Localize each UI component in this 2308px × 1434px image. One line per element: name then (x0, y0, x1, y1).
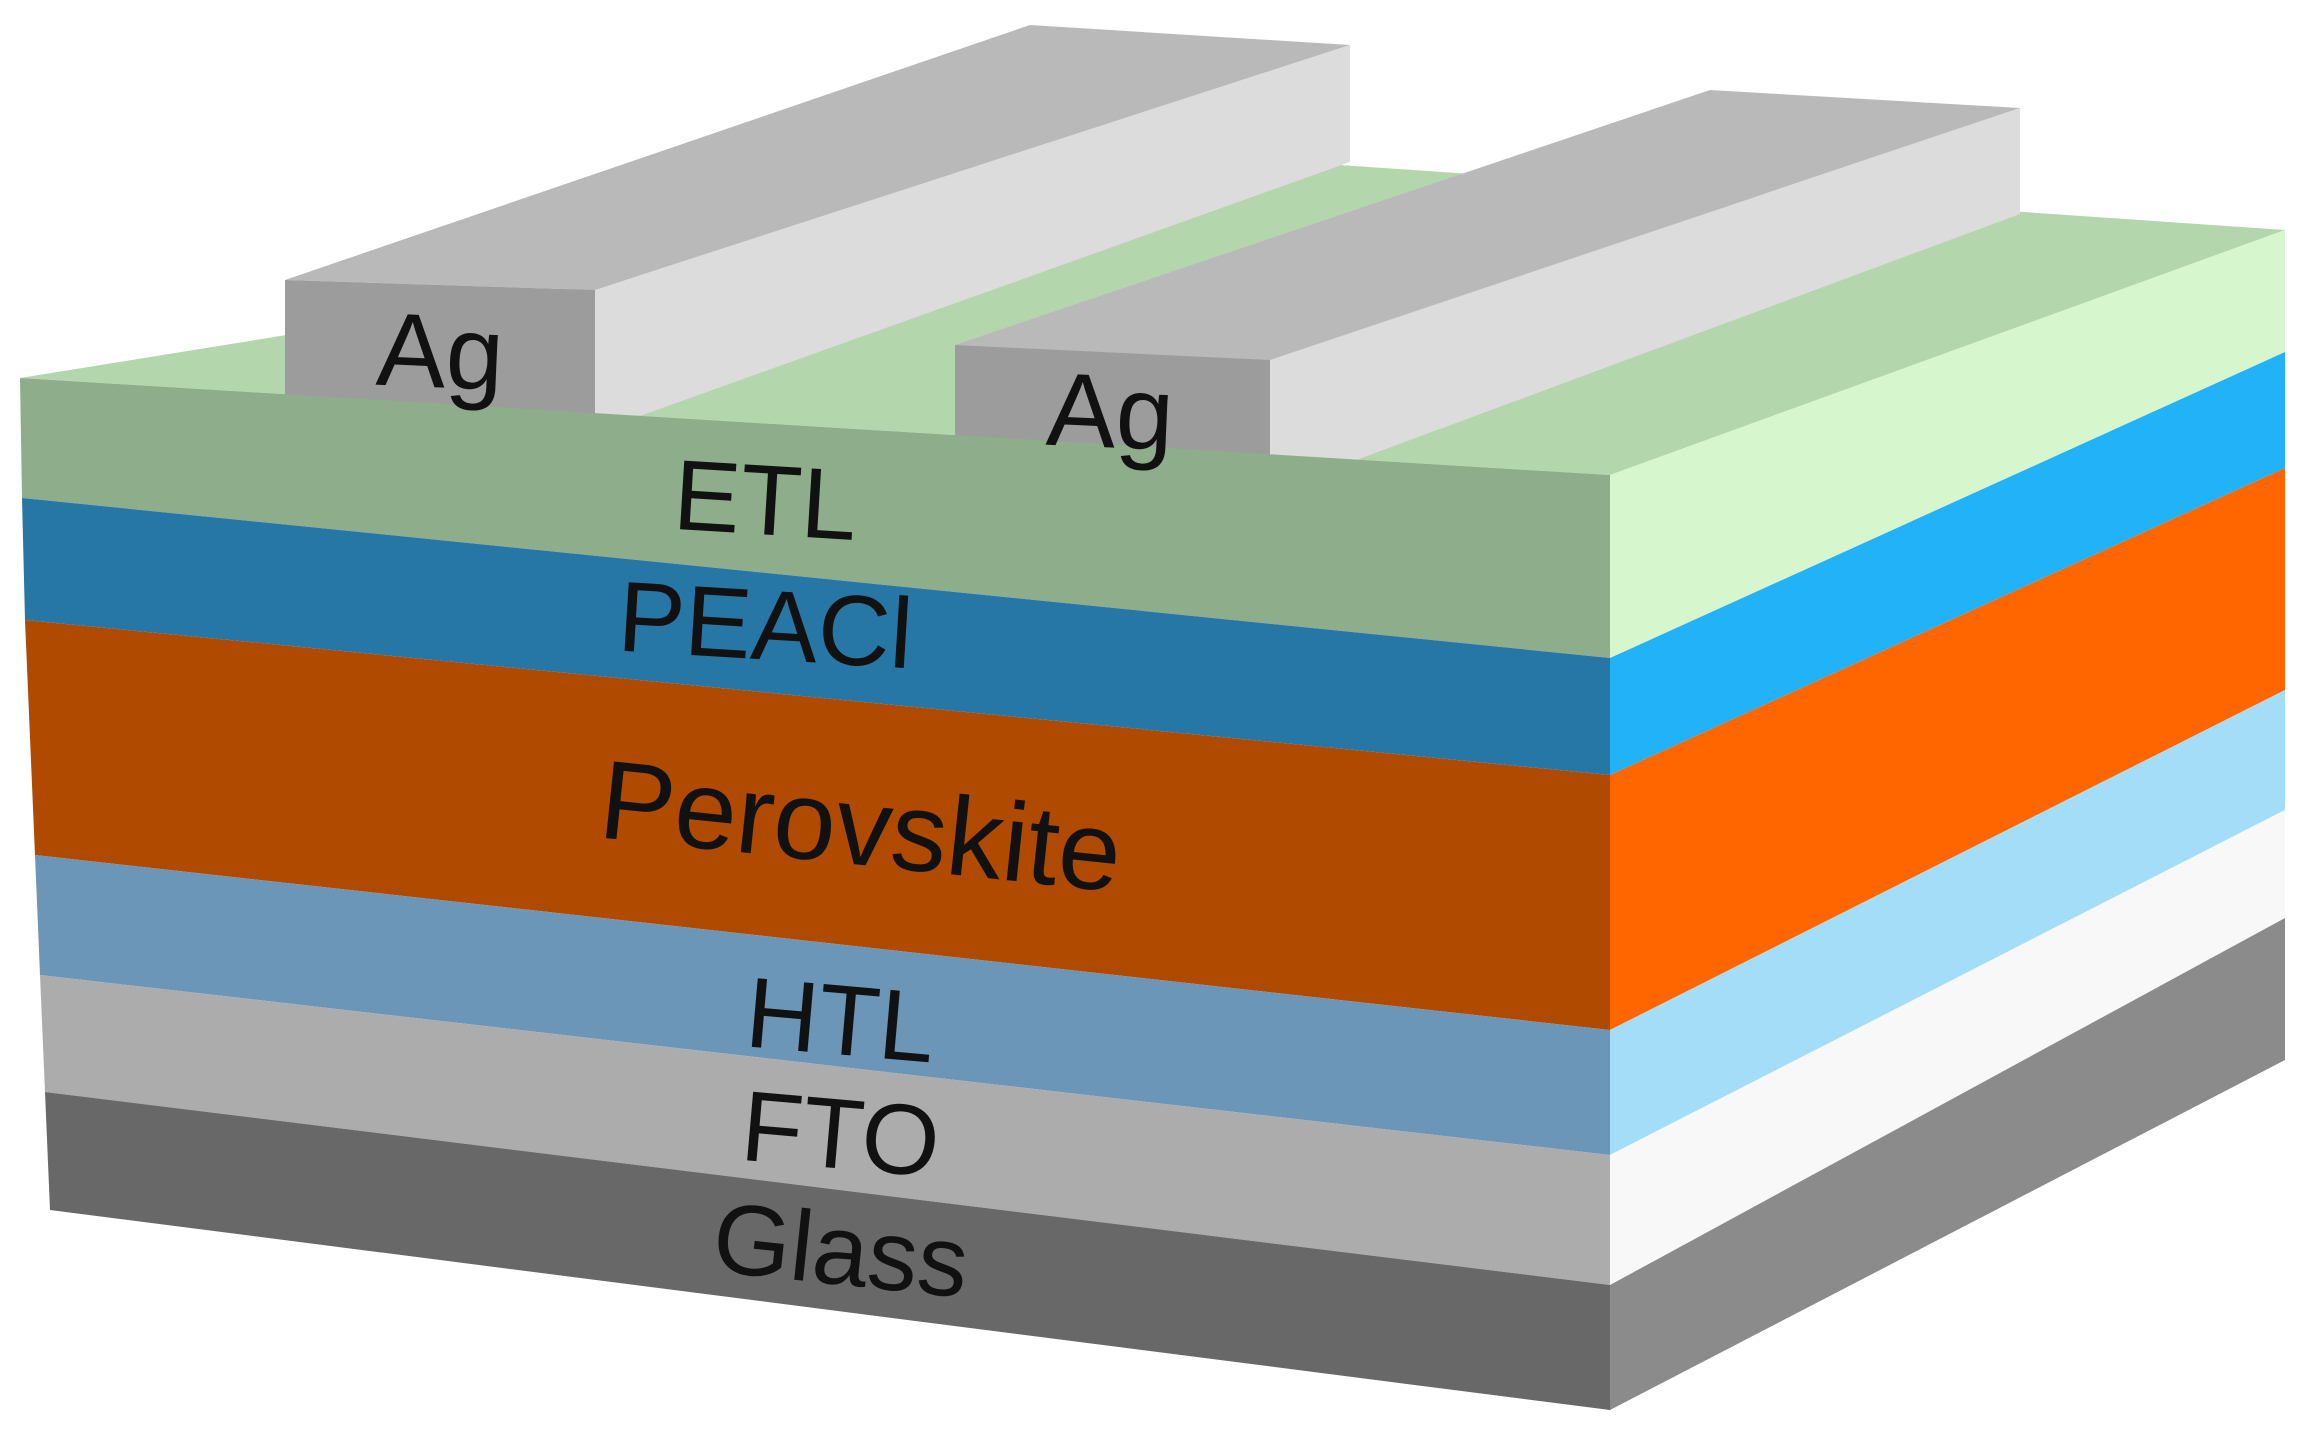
perovskite-side-face (1610, 468, 2285, 1030)
glass-side-face (1610, 918, 2285, 1410)
peacl-label: PEACl (615, 561, 916, 691)
glass-front-face (45, 1092, 1610, 1410)
htl-side-face (1610, 690, 2285, 1155)
fto-side-face (1610, 810, 2285, 1285)
etl-front-face (20, 378, 1610, 658)
peacl-front-face (22, 498, 1610, 775)
fto-label: FTO (737, 1070, 944, 1199)
ag-right-label: Ag (1044, 352, 1176, 473)
ag-left-label: Ag (374, 292, 506, 413)
etl-side-face (1610, 230, 2285, 658)
ag-right-top-face (955, 90, 2020, 360)
etl-label: ETL (671, 439, 861, 562)
ag-left-top-face (285, 25, 1350, 290)
peacl-side-face (1610, 352, 2285, 775)
ag-electrode-left (285, 25, 1350, 432)
ag-right-side-face (1270, 108, 2020, 492)
perovskite-front-face (25, 620, 1610, 1030)
htl-label: HTL (742, 956, 940, 1084)
htl-front-face (35, 855, 1610, 1155)
ag-left-side-face (595, 45, 1350, 432)
fto-front-face (40, 975, 1610, 1285)
ag-left-front-face (285, 280, 595, 432)
glass-label: Glass (708, 1181, 974, 1319)
